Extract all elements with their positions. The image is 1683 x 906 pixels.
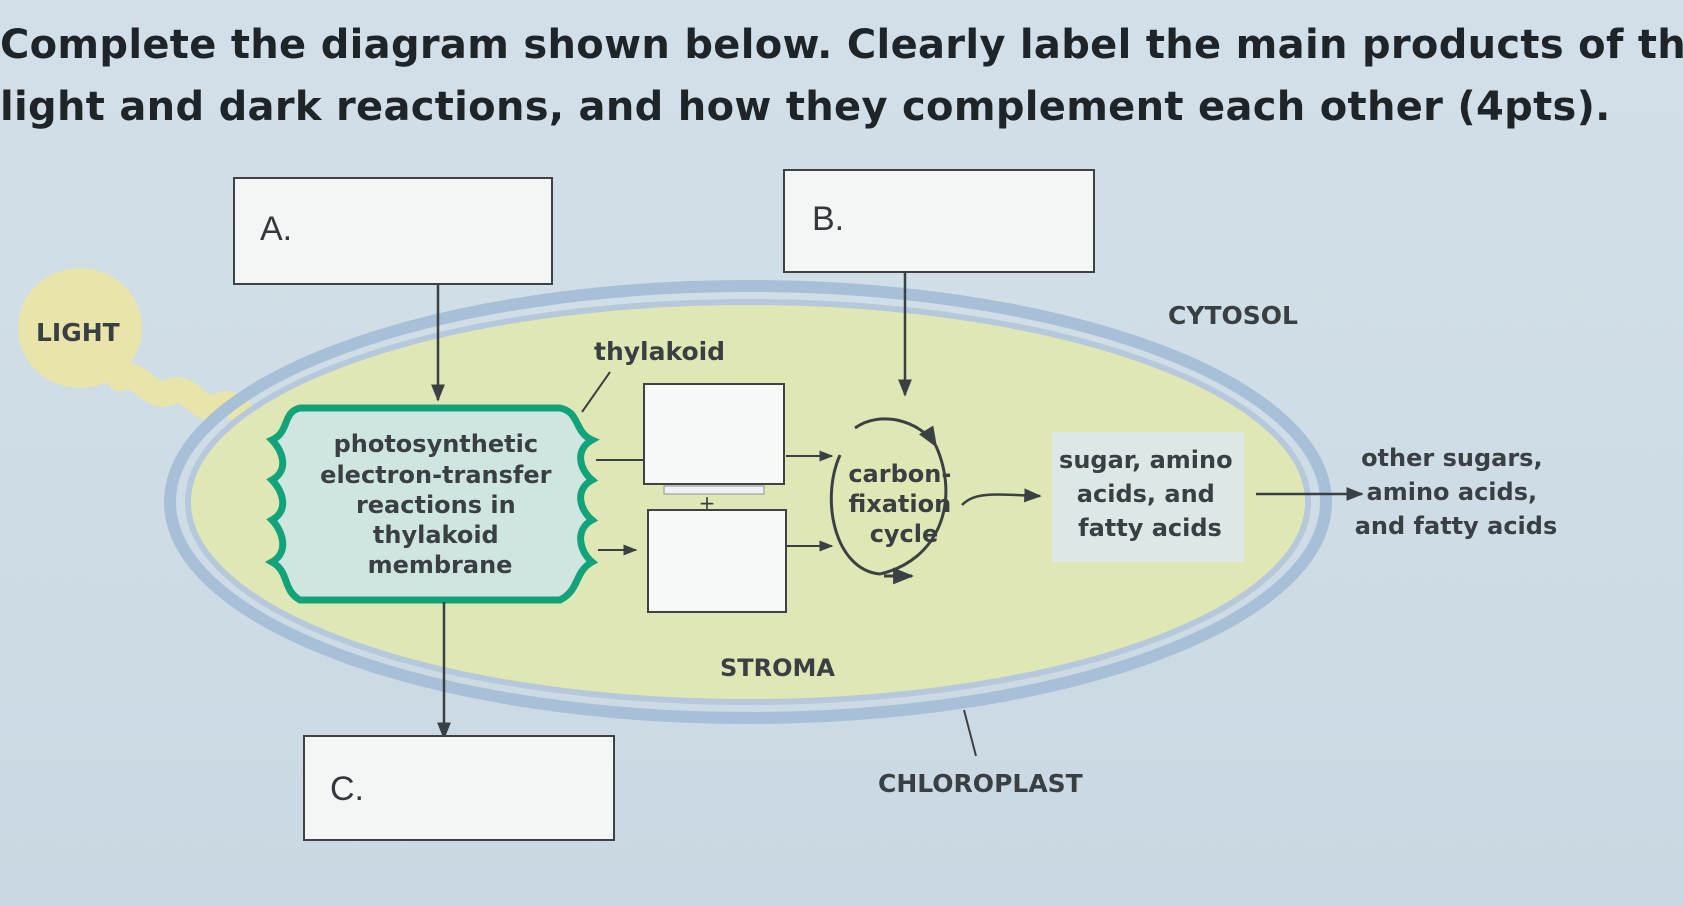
other-line-2: amino acids, bbox=[1367, 478, 1538, 506]
membrane-outline bbox=[264, 404, 600, 604]
membrane-text: photosynthetic electron-transfer reactio… bbox=[320, 430, 560, 579]
products-text: sugar, amino acids, and fatty acids bbox=[1059, 446, 1241, 542]
carbon-fixation-cycle: carbon- fixation cycle bbox=[829, 417, 1042, 585]
box-a[interactable]: A. bbox=[233, 177, 553, 285]
thylakoid-pointer bbox=[581, 371, 611, 413]
box-c-label: C. bbox=[330, 770, 364, 808]
membrane-line-1: photosynthetic bbox=[334, 430, 539, 458]
question-text: Complete the diagram shown below. Clearl… bbox=[0, 14, 1683, 138]
arrow-cycle-to-products bbox=[961, 488, 1042, 506]
cycle-arc-left bbox=[829, 454, 881, 576]
other-line-3: and fatty acids bbox=[1355, 512, 1558, 540]
answer-box-b[interactable] bbox=[783, 169, 1095, 273]
question-line-2: light and dark reactions, and how they c… bbox=[0, 84, 1611, 130]
outer-membrane bbox=[164, 280, 1332, 724]
products-line-1: sugar, amino bbox=[1059, 446, 1233, 474]
cycle-text: carbon- fixation cycle bbox=[848, 460, 959, 548]
box-c[interactable]: C. bbox=[303, 735, 615, 841]
middle-boxes: + bbox=[596, 383, 834, 613]
stroma-label: STROMA bbox=[720, 654, 835, 682]
membrane-line-2: electron-transfer bbox=[320, 461, 551, 489]
chloroplast-pointer bbox=[963, 709, 977, 757]
thylakoid-membrane: photosynthetic electron-transfer reactio… bbox=[264, 404, 600, 604]
other-products-text: other sugars, amino acids, and fatty aci… bbox=[1355, 444, 1558, 540]
blank-box-upper-shadow bbox=[663, 485, 765, 495]
cycle-line-1: carbon- bbox=[848, 460, 951, 488]
products-box bbox=[1052, 432, 1244, 562]
cycle-line-2: fixation bbox=[848, 490, 951, 518]
question-line-1: Complete the diagram shown below. Clearl… bbox=[0, 22, 1683, 68]
cycle-arc-top bbox=[854, 417, 938, 448]
membrane-line-3: reactions in bbox=[356, 491, 516, 519]
chloroplast-label: CHLOROPLAST bbox=[878, 769, 1083, 798]
box-a-label: A. bbox=[260, 210, 292, 248]
cycle-arc-right bbox=[879, 445, 948, 576]
membrane-line-5: membrane bbox=[368, 551, 513, 579]
blank-box-upper[interactable] bbox=[643, 383, 785, 485]
other-line-1: other sugars, bbox=[1361, 444, 1543, 472]
answer-box-a[interactable] bbox=[233, 177, 553, 285]
box-b[interactable]: B. bbox=[783, 169, 1095, 273]
products-line-2: acids, and bbox=[1077, 480, 1215, 508]
cycle-line-3: cycle bbox=[870, 520, 939, 548]
blank-box-lower[interactable] bbox=[647, 509, 787, 613]
products-line-3: fatty acids bbox=[1078, 514, 1222, 542]
products: sugar, amino acids, and fatty acids bbox=[1052, 432, 1364, 562]
thylakoid-label: thylakoid bbox=[594, 337, 725, 366]
cytosol-label: CYTOSOL bbox=[1168, 301, 1298, 330]
light-label: LIGHT bbox=[36, 318, 120, 347]
box-b-label: B. bbox=[812, 200, 844, 238]
light-sun-icon bbox=[18, 268, 142, 388]
membrane-line-4: thylakoid bbox=[373, 521, 499, 549]
answer-box-c[interactable] bbox=[303, 735, 615, 841]
